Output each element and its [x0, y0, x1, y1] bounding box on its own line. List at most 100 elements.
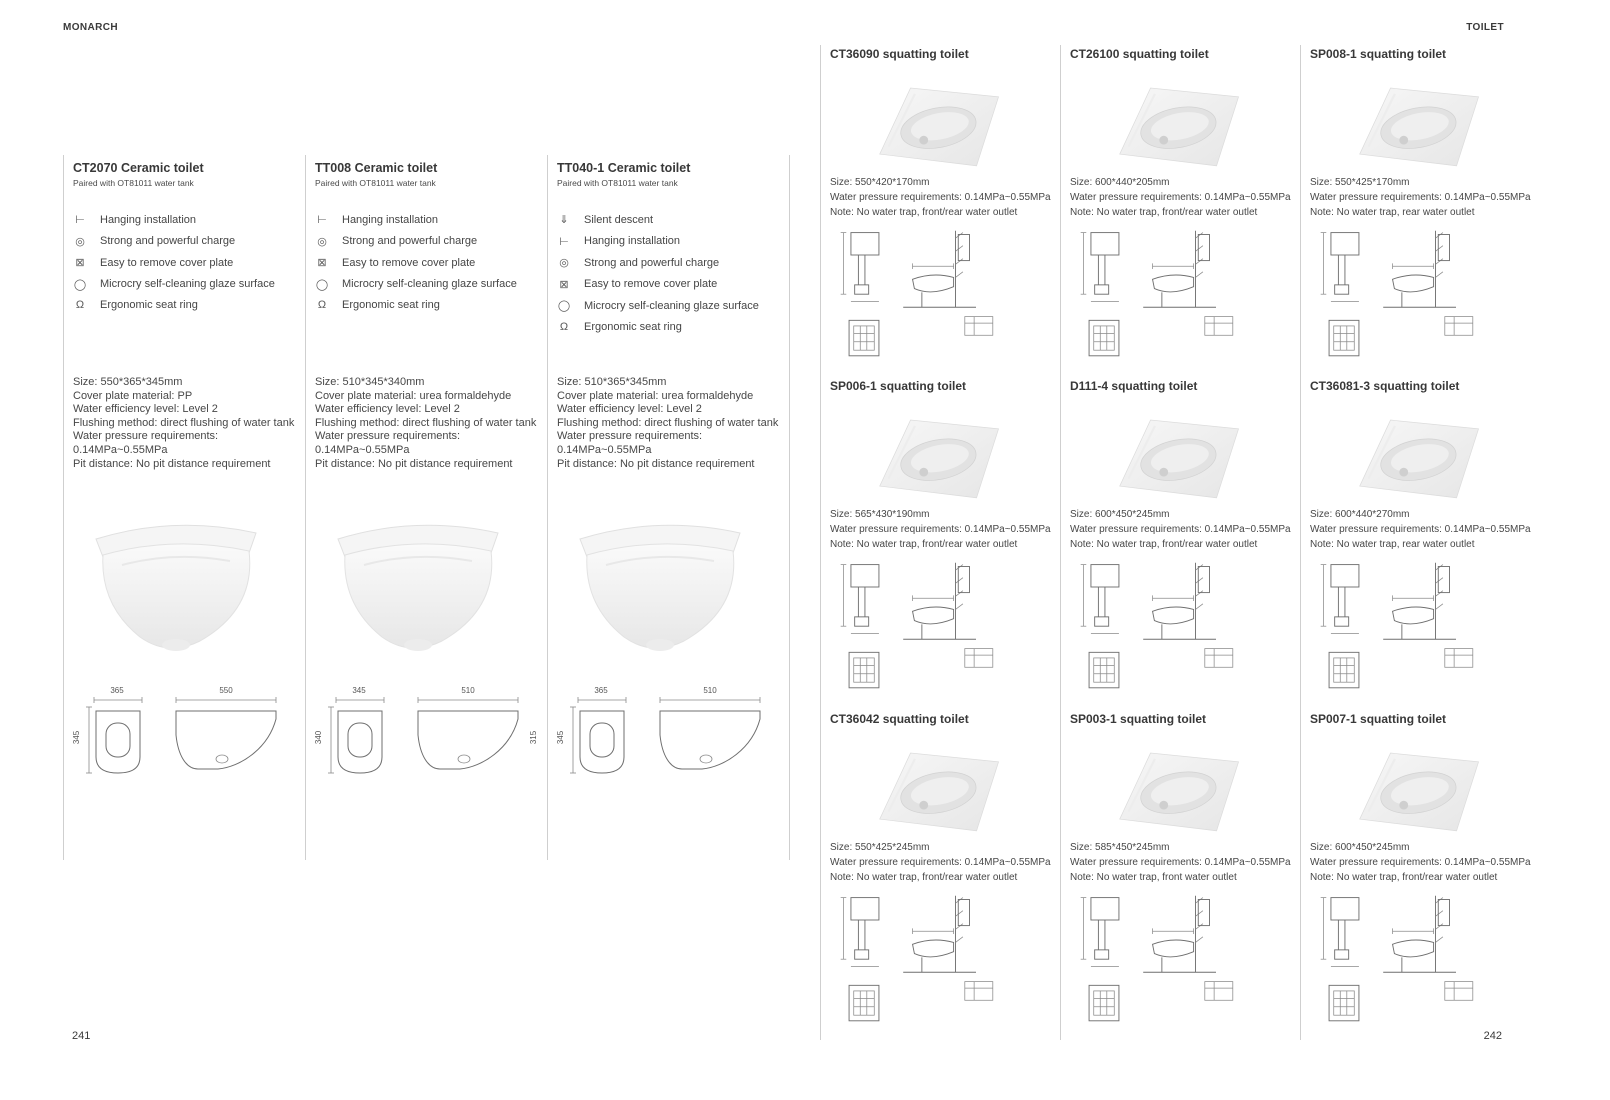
squatting-toilet-product: CT36042 squatting toilet Size: 550*425*2…: [820, 710, 1060, 1040]
feature-item: ⇓ Silent descent: [557, 213, 782, 227]
side-width-label: 550: [219, 686, 233, 695]
installation-diagram: [1080, 230, 1234, 357]
feature-label: Microcry self-cleaning glaze surface: [584, 299, 759, 312]
pressure-line: Water pressure requirements: 0.14MPa~0.5…: [1070, 857, 1291, 868]
dimension-drawings: 365 345 550: [72, 683, 299, 818]
squat-pan-photo: [1359, 87, 1480, 167]
feature-item: ⊠ Easy to remove cover plate: [315, 256, 540, 270]
product-model: SP007-1: [1310, 712, 1357, 726]
product-type: squatting toilet: [1120, 712, 1207, 726]
side-width-label: 510: [461, 686, 475, 695]
product-type: squatting toilet: [882, 47, 969, 61]
pressure-line: Water pressure requirements: 0.14MPa~0.5…: [1310, 857, 1531, 868]
product-model: CT26100: [1070, 47, 1120, 61]
top-width-label: 365: [594, 686, 608, 695]
product-model: CT36090: [830, 47, 880, 61]
product-model: D111-4: [1070, 379, 1109, 393]
feature-item: ◎ Strong and powerful charge: [73, 235, 298, 248]
page-number-left: 241: [72, 1030, 91, 1042]
spec-line: Water pressure requirements: 0.14MPa~0.5…: [73, 430, 219, 456]
wall-hung-toilet-photo: [579, 524, 741, 651]
squat-pan-photo: [1359, 419, 1480, 499]
side-view-drawing: 550: [170, 686, 282, 781]
feature-label: Easy to remove cover plate: [100, 256, 234, 269]
hanging-installation-icon: ⊢: [559, 235, 569, 248]
spec-line: Cover plate material: PP: [73, 389, 193, 402]
installation-diagram: [1320, 230, 1474, 357]
product-title: TT040-1 Ceramic toilet: [557, 161, 691, 175]
feature-item: ⊠ Easy to remove cover plate: [557, 278, 782, 291]
product-type: squatting toilet: [1360, 47, 1447, 61]
spec-line: Water efficiency level: Level 2: [557, 403, 702, 416]
top-width-label: 345: [352, 686, 366, 695]
feature-item: ◎ Strong and powerful charge: [557, 256, 782, 270]
pressure-line: Water pressure requirements: 0.14MPa~0.5…: [830, 524, 1051, 535]
strong-charge-icon: ◎: [317, 235, 327, 248]
seat-ring-icon: Ω: [559, 320, 569, 333]
pressure-line: Water pressure requirements: 0.14MPa~0.5…: [1310, 524, 1531, 535]
note-line: Note: No water trap, rear water outlet: [1310, 207, 1475, 218]
page-number-right: 242: [1483, 1030, 1502, 1042]
product-title: SP008-1 squatting toilet: [1310, 47, 1446, 61]
squatting-toilet-product: SP006-1 squatting toilet Size: 565*430*1…: [820, 377, 1060, 710]
spec-line: Size: 510*345*340mm: [315, 376, 425, 388]
size-line: Size: 550*425*245mm: [830, 842, 930, 853]
size-line: Size: 550*420*170mm: [830, 177, 930, 188]
seat-ring-icon: Ω: [75, 299, 85, 311]
hanging-installation-icon: ⊢: [317, 214, 327, 226]
squatting-toilet-product: CT36090 squatting toilet Size: 550*420*1…: [820, 45, 1060, 377]
top-view-drawing: 345 340: [314, 686, 390, 781]
remove-cover-icon: ⊠: [317, 257, 327, 269]
side-view-drawing: 510: [654, 686, 766, 781]
spec-line: Cover plate material: urea formaldehyde: [315, 389, 512, 402]
product-type: squatting toilet: [882, 712, 969, 726]
self-cleaning-icon: ◯: [73, 278, 87, 291]
feature-list: ⊢ Hanging installation ◎ Strong and powe…: [73, 213, 298, 320]
installation-diagram: [1320, 562, 1474, 689]
product-subtitle: Paired with OT81011 water tank: [315, 178, 436, 188]
squatting-toilet-product: D111-4 squatting toilet Size: 600*450*24…: [1060, 377, 1300, 710]
ceramic-toilet-product: TT008 Ceramic toilet Paired with OT81011…: [305, 155, 547, 860]
squatting-toilet-product: CT26100 squatting toilet Size: 600*440*2…: [1060, 45, 1300, 377]
squat-pan-photo: [879, 419, 1000, 499]
squat-pan-photo: [1119, 419, 1240, 499]
left-page: CT2070 Ceramic toilet Paired with OT8101…: [63, 155, 790, 860]
spec-line: Pit distance: No pit distance requiremen…: [73, 457, 271, 470]
note-line: Note: No water trap, front/rear water ou…: [830, 207, 1018, 218]
size-line: Size: 600*450*245mm: [1310, 842, 1410, 853]
feature-list: ⇓ Silent descent ⊢ Hanging installation …: [557, 213, 782, 341]
ceramic-toilet-product: CT2070 Ceramic toilet Paired with OT8101…: [63, 155, 305, 860]
feature-label: Easy to remove cover plate: [584, 278, 718, 290]
product-type: squatting toilet: [1373, 379, 1460, 393]
brand-name: MONARCH: [63, 22, 119, 33]
squatting-toilet-product: SP007-1 squatting toilet Size: 600*450*2…: [1300, 710, 1540, 1040]
self-cleaning-icon: ◯: [315, 278, 329, 291]
feature-item: ⊠ Easy to remove cover plate: [73, 256, 298, 270]
side-view-drawing: 510 315: [412, 686, 538, 781]
wall-hung-toilet-photo: [337, 524, 499, 651]
section-title: TOILET: [1466, 22, 1504, 33]
product-type: squatting toilet: [1111, 379, 1198, 393]
top-depth-label: 345: [556, 730, 566, 745]
size-line: Size: 550*425*170mm: [1310, 177, 1410, 188]
feature-item: ⊢ Hanging installation: [73, 213, 298, 227]
product-title: D111-4 squatting toilet: [1070, 379, 1197, 393]
feature-label: Microcry self-cleaning glaze surface: [342, 278, 517, 290]
product-title: CT36090 squatting toilet: [830, 47, 969, 61]
feature-item: ◯ Microcry self-cleaning glaze surface: [73, 278, 298, 291]
product-title: SP003-1 squatting toilet: [1070, 712, 1206, 726]
side-width-label: 510: [703, 686, 717, 695]
feature-label: Strong and powerful charge: [100, 235, 236, 247]
squatting-toilet-product: SP003-1 squatting toilet Size: 585*450*2…: [1060, 710, 1300, 1040]
squat-pan-photo: [1119, 87, 1240, 167]
spec-line: Water pressure requirements: 0.14MPa~0.5…: [315, 430, 461, 456]
squat-pan-photo: [879, 87, 1000, 167]
product-type: squatting toilet: [1122, 47, 1209, 61]
product-title: CT36042 squatting toilet: [830, 712, 969, 726]
size-line: Size: 600*440*205mm: [1070, 177, 1170, 188]
product-model: CT36081-3: [1310, 379, 1371, 393]
feature-item: ◯ Microcry self-cleaning glaze surface: [557, 299, 782, 313]
product-model: SP003-1: [1070, 712, 1117, 726]
pressure-line: Water pressure requirements: 0.14MPa~0.5…: [1070, 192, 1291, 203]
feature-label: Ergonomic seat ring: [584, 320, 682, 333]
